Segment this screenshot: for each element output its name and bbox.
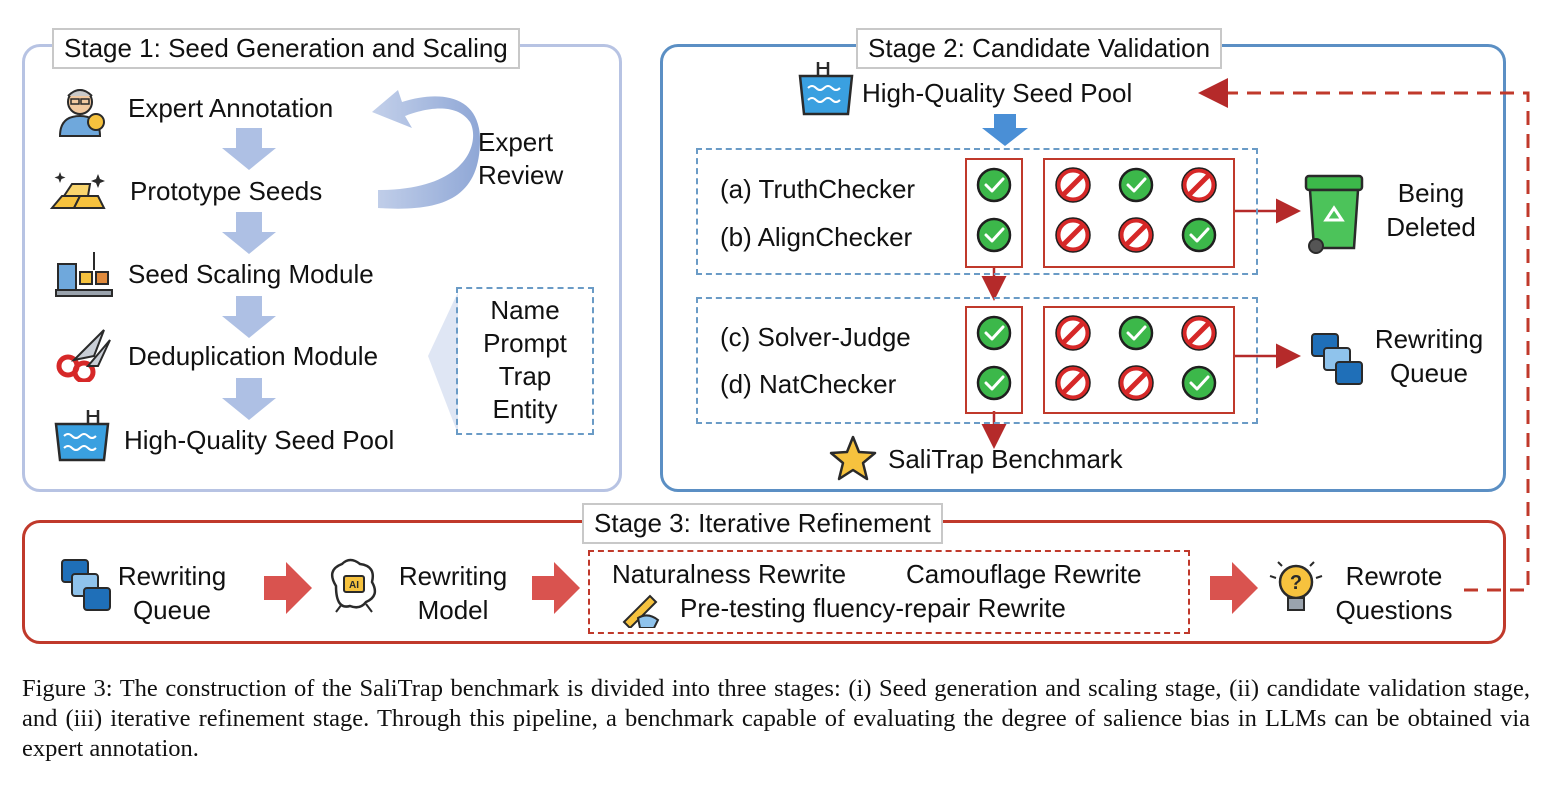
svg-text:AI: AI [349,580,359,591]
stage2-title: Stage 2: Candidate Validation [856,28,1223,69]
fail-grid-bottom [1043,306,1235,414]
checker-nat: (d) NatChecker [720,369,897,399]
figure-caption: Figure 3: The construction of the SaliTr… [22,675,1530,762]
checker-group-bottom [696,297,1258,424]
gold-bars-icon [49,172,106,209]
prohibited-icon [1055,365,1091,401]
step-expert-annotation: Expert Annotation [128,93,334,123]
stage3-queue-line2: Queue [132,595,212,625]
camouflage-rewrite: Camouflage Rewrite [906,559,1142,589]
being-deleted-line1: Being [1397,178,1465,208]
svg-text:?: ? [1290,572,1302,594]
stage2-queue-line2: Queue [1389,358,1469,388]
lightbulb-icon: ? [1269,561,1323,611]
stage2-queue-label: Rewriting Queue [1364,322,1494,390]
stage3-queue-label: Rewriting Queue [110,559,234,627]
pencil-hand-icon [622,594,660,628]
dedup-fields-box [456,287,594,435]
scissors-icon [56,329,111,382]
rewrote-questions-line2: Questions [1335,595,1453,625]
prohibited-icon [1118,365,1154,401]
stage3-title: Stage 3: Iterative Refinement [582,503,943,544]
rewriting-model-line2: Model [417,595,489,625]
naturalness-rewrite: Naturalness Rewrite [612,559,847,589]
pass-column-top [965,158,1023,268]
check-icon [1181,365,1217,401]
field-name: Name [490,295,560,325]
pretesting-rewrite: Pre-testing fluency-repair Rewrite [680,593,1066,623]
check-icon [976,217,1012,253]
stage1-down-arrows [222,128,276,420]
queue-icon [1311,333,1363,385]
checker-solver-judge: (c) Solver-Judge [720,322,911,352]
prohibited-icon [1055,315,1091,351]
prohibited-icon [1181,315,1217,351]
queue-icon-stage3 [61,559,111,611]
prohibited-icon [1181,167,1217,203]
fail-grid-top [1043,158,1235,268]
step-prototype-seeds: Prototype Seeds [130,176,323,206]
ai-brain-icon: AI [330,558,377,613]
check-icon [1118,167,1154,203]
expert-review-arrow [372,90,480,209]
field-entity: Entity [492,394,558,424]
stage2-pool-label: High-Quality Seed Pool [862,78,1133,108]
field-trap: Trap [498,361,552,391]
pass-column-bottom [965,306,1023,414]
stage1-title: Stage 1: Seed Generation and Scaling [52,28,520,69]
stage3-arrows [264,562,1258,614]
dedup-connector [428,292,458,434]
recycle-bin-icon [1304,174,1364,254]
pool-down-arrow [982,114,1028,146]
check-icon [976,315,1012,351]
being-deleted-label: Being Deleted [1366,176,1496,244]
prohibited-icon [1055,167,1091,203]
check-icon [976,167,1012,203]
dedup-fields: Name Prompt Trap Entity [456,294,594,426]
stage3-queue-line1: Rewriting [117,561,227,591]
expert-review-label: Expert Review [478,126,563,192]
check-icon [976,365,1012,401]
step-deduplication: Deduplication Module [128,341,379,371]
expert-review-line2: Review [478,160,564,190]
step-seed-scaling: Seed Scaling Module [128,259,374,289]
rewriting-model-label: Rewriting Model [388,559,518,627]
rewrote-questions-label: Rewrote Questions [1322,559,1466,627]
expert-icon [58,89,105,137]
checker-group-top [696,148,1258,275]
check-icon [1118,315,1154,351]
pool-icon [54,410,110,462]
rewrite-methods-box [588,550,1190,634]
stage2-queue-line1: Rewriting [1374,324,1484,354]
benchmark-label: SaliTrap Benchmark [888,444,1123,474]
feedback-loop [1198,78,1530,592]
pool-icon-stage2 [798,62,854,116]
factory-icon [55,252,113,297]
checker-align: (b) AlignChecker [720,222,913,252]
expert-review-line1: Expert [478,127,554,157]
prohibited-icon [1055,217,1091,253]
rewrote-questions-line1: Rewrote [1345,561,1443,591]
prohibited-icon [1118,217,1154,253]
step-high-quality-pool: High-Quality Seed Pool [124,425,395,455]
checker-truth: (a) TruthChecker [720,174,916,204]
being-deleted-line2: Deleted [1386,212,1476,242]
field-prompt: Prompt [483,328,567,358]
star-icon [829,435,877,481]
rewriting-model-line1: Rewriting [398,561,508,591]
check-icon [1181,217,1217,253]
